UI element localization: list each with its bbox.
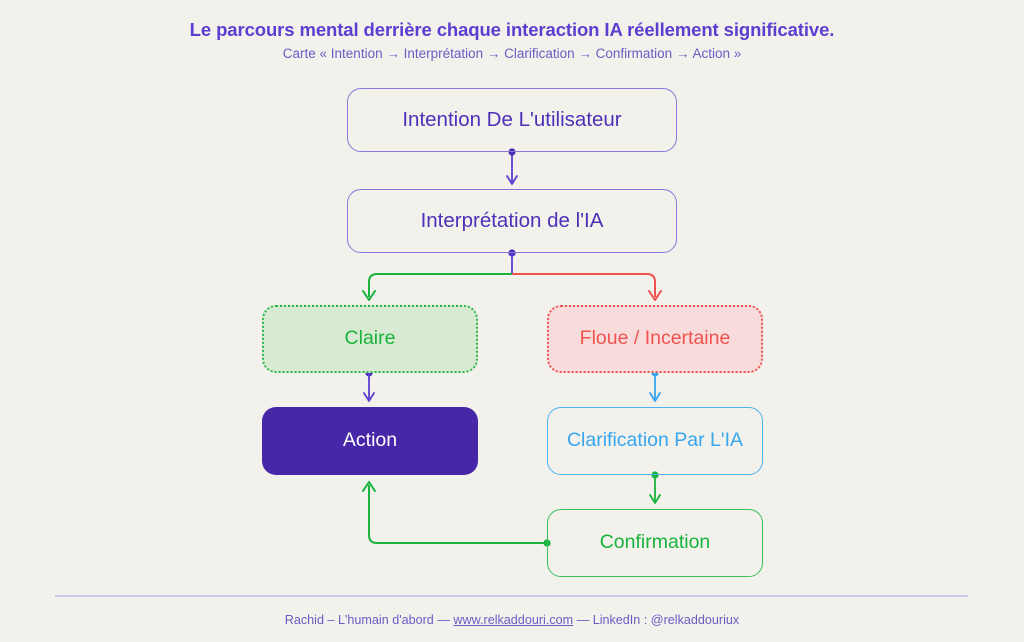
node-label: Intention De L'utilisateur <box>402 107 622 131</box>
node-label: Confirmation <box>599 531 711 554</box>
edge-claire-action <box>363 369 375 402</box>
edge-intention-interpretation <box>506 148 518 185</box>
node-floue-incertaine[interactable]: Floue / Incertaine <box>547 305 763 373</box>
footer-social: — LinkedIn : @relkaddouriux <box>573 613 740 627</box>
node-label: Action <box>342 429 398 452</box>
page-subtitle: Carte « Intention → Interprétation → Cla… <box>282 46 742 61</box>
footer: Rachid – L'humain d'abord — www.relkaddo… <box>0 613 1024 627</box>
edge-interpretation-floue <box>512 273 662 301</box>
node-interpretation-ia[interactable]: Interprétation de l'IA <box>347 189 677 253</box>
edge-clarification-confirmation <box>649 471 661 504</box>
node-action[interactable]: Action <box>262 407 478 475</box>
edge-floue-clarification <box>649 369 661 402</box>
edge-confirmation-action <box>362 481 551 547</box>
edge-split-node <box>508 249 516 274</box>
node-label: Floue / Incertaine <box>579 327 731 350</box>
footer-website-link[interactable]: www.relkaddouri.com <box>453 613 574 627</box>
node-label: Claire <box>344 327 396 350</box>
edge-interpretation-claire <box>362 273 512 301</box>
footer-author: Rachid – L'humain d'abord — <box>284 613 454 627</box>
node-label: Clarification Par L'IA <box>566 429 744 452</box>
node-intention-utilisateur[interactable]: Intention De L'utilisateur <box>347 88 677 152</box>
node-label: Interprétation de l'IA <box>420 208 604 232</box>
node-confirmation[interactable]: Confirmation <box>547 509 763 577</box>
node-claire[interactable]: Claire <box>262 305 478 373</box>
node-clarification-par-ia[interactable]: Clarification Par L'IA <box>547 407 763 475</box>
page-title: Le parcours mental derrière chaque inter… <box>189 19 835 40</box>
footer-divider <box>55 595 968 597</box>
